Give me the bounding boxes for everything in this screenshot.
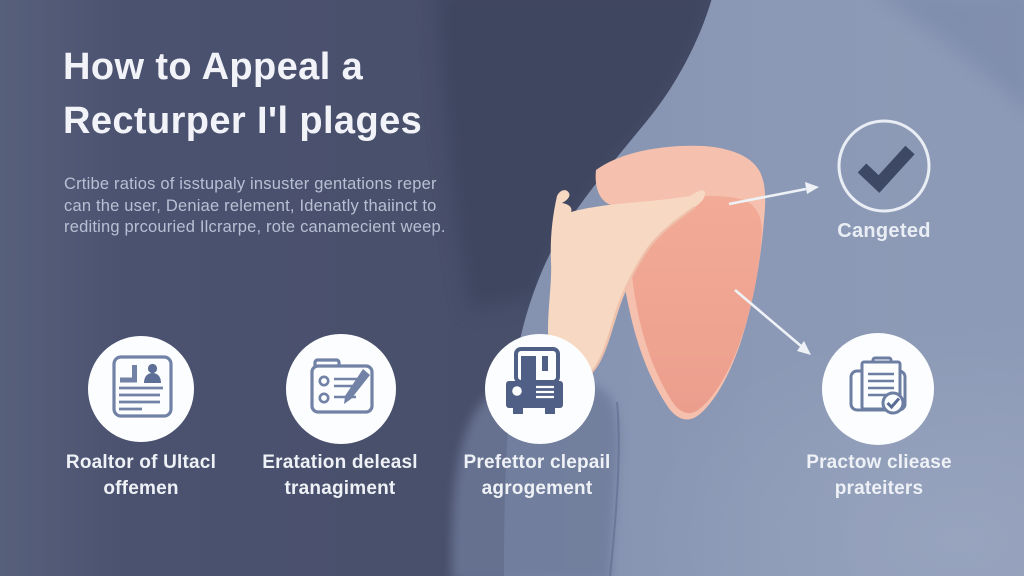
bone-edge-line (589, 205, 696, 375)
folder-checklist-pencil-icon (310, 358, 374, 414)
step-caption-1: Roaltor of Ultacl offemen (65, 452, 217, 499)
id-card-person-icon (112, 355, 173, 418)
body-top-shading (885, 0, 1024, 111)
page-title: How to Appeal a Recturper I'l plages (63, 46, 423, 142)
description-text: Crtibe ratios of isstupaly insuster gent… (64, 175, 446, 236)
document-check-icon (849, 356, 907, 415)
checkmark-label: Cangeted (837, 220, 931, 242)
arm-contour-line (609, 401, 620, 576)
truck-icon (506, 347, 563, 414)
arrow-to-checkmark-icon (728, 182, 819, 206)
step-caption-2: Eratation deleasl tranagiment (262, 452, 418, 499)
scapula-shape (630, 196, 762, 414)
head-shadow-blob (436, 0, 712, 310)
arrow-to-step-icon (734, 289, 811, 355)
step-caption-4: Practow cliease prateiters (806, 452, 952, 499)
step-caption-3: Prefettor clepail agrogement (463, 452, 611, 499)
checkmark-circle-icon (837, 119, 931, 213)
